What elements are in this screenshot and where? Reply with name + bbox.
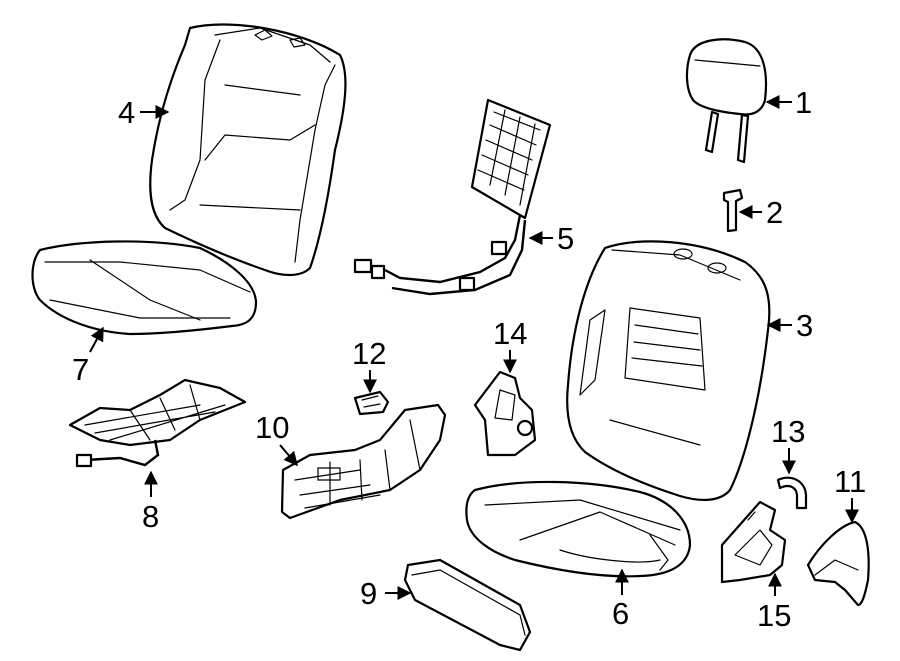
recliner-cover	[720, 500, 787, 584]
bracket	[473, 370, 537, 457]
callout-14: 14	[493, 316, 527, 351]
callout-9: 9	[360, 576, 377, 611]
callout-13: 13	[771, 414, 805, 449]
callout-5: 5	[557, 221, 574, 256]
callout-1: 1	[795, 85, 812, 120]
callout-3: 3	[796, 308, 813, 343]
headrest-guide	[722, 188, 744, 233]
callout-7: 7	[72, 352, 89, 387]
trim-strip	[403, 558, 532, 652]
small-clip	[353, 390, 390, 416]
leader-10	[279, 444, 298, 467]
seat-back-cover-left	[149, 23, 347, 277]
seat-heater-element	[353, 98, 552, 296]
callout-4: 4	[118, 95, 135, 130]
hook-clip	[776, 476, 808, 510]
leader-lines	[89, 95, 859, 600]
side-shield	[806, 520, 870, 607]
callout-2: 2	[766, 195, 783, 230]
callout-10: 10	[255, 410, 289, 445]
cushion-frame-mat	[68, 378, 247, 468]
callout-15: 15	[757, 598, 791, 633]
seat-cushion-cover-right	[465, 480, 692, 578]
side-panel	[280, 403, 447, 520]
callout-labels: 1 2 3 4 5 6 7 8 9 10 11 12 13 14 15	[72, 85, 866, 633]
callout-6: 6	[612, 596, 629, 631]
callout-12: 12	[352, 336, 386, 371]
seat-cushion-cover-left	[31, 240, 258, 336]
callout-8: 8	[142, 499, 159, 534]
callout-11: 11	[834, 464, 866, 499]
leader-7	[89, 326, 104, 353]
seat-back-cover-right	[566, 240, 771, 502]
headrest	[685, 38, 768, 164]
